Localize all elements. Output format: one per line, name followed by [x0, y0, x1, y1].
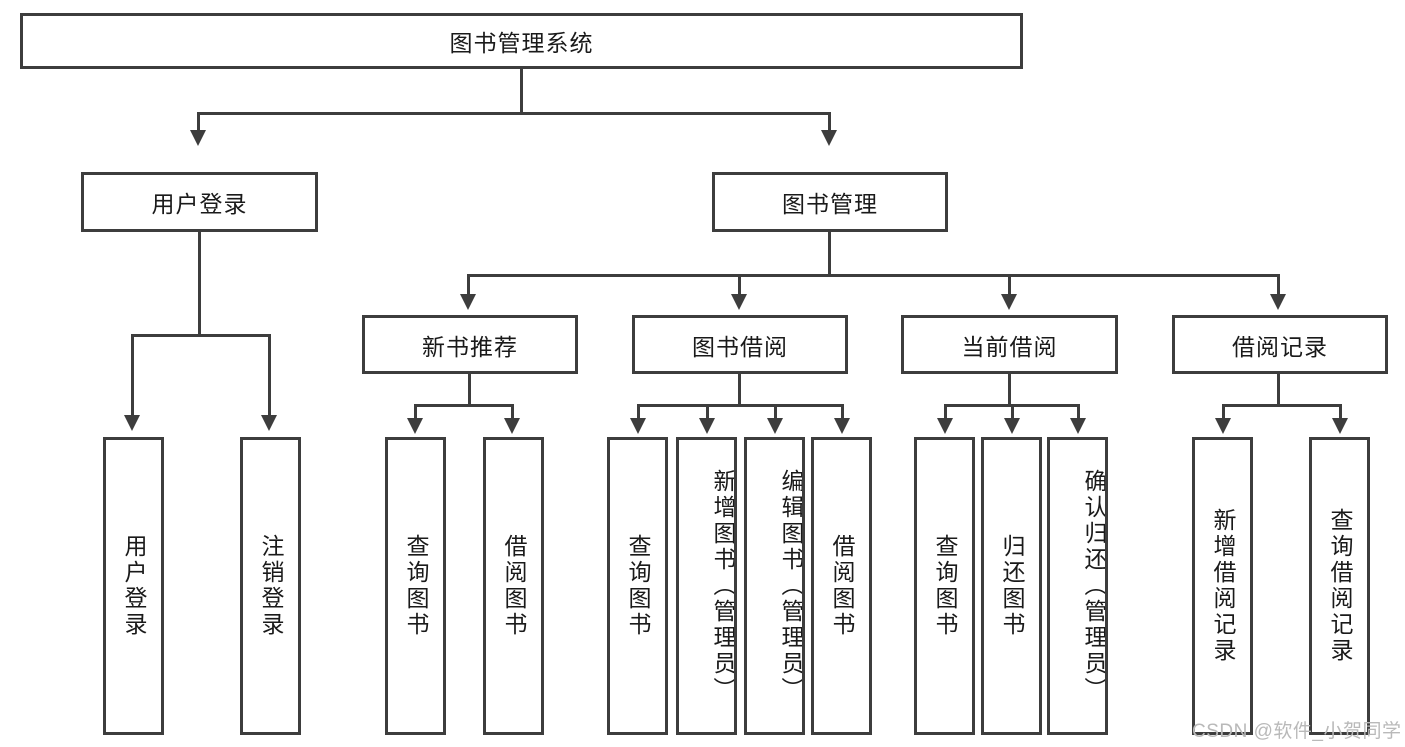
edge-book-borrow-leaf2: [706, 404, 709, 420]
leaf-query-record-label: 查询借阅记录: [1327, 508, 1353, 664]
arrowhead-user-login-leaf2: [261, 415, 277, 431]
leaf-confirm-return-label: 确认归还（管理员）: [1081, 469, 1107, 703]
edge-book-borrow-leaf1: [637, 404, 640, 420]
edge-new-book-stem: [468, 374, 471, 406]
node-book-borrow-label: 图书借阅: [692, 333, 788, 360]
arrowhead-root-to-user-login: [190, 130, 206, 146]
leaf-query-book-1-label: 查询图书: [403, 534, 429, 638]
edge-book-borrow-leaf3: [774, 404, 777, 420]
arrowhead-borrow-record-leaf1: [1215, 418, 1231, 434]
edge-root-to-user-login: [197, 112, 200, 132]
leaf-add-record-label: 新增借阅记录: [1210, 508, 1236, 664]
leaf-query-book-2[interactable]: 查询图书: [607, 437, 668, 735]
edge-book-management-bus: [467, 274, 1280, 277]
arrowhead-book-borrow-leaf3: [767, 418, 783, 434]
edge-borrow-record-leaf1: [1222, 404, 1225, 420]
leaf-query-book-3-label: 查询图书: [932, 534, 958, 638]
arrowhead-current-borrow-leaf3: [1070, 418, 1086, 434]
arrowhead-bm-to-borrow-record: [1270, 294, 1286, 310]
edge-bm-to-borrow-record: [1277, 274, 1280, 296]
leaf-query-book-1[interactable]: 查询图书: [385, 437, 446, 735]
edge-book-management-stem: [828, 232, 831, 275]
edge-book-borrow-leaf4: [841, 404, 844, 420]
leaf-borrow-book-2[interactable]: 借阅图书: [811, 437, 872, 735]
arrowhead-book-borrow-leaf1: [630, 418, 646, 434]
node-current-borrow-label: 当前借阅: [961, 333, 1058, 360]
node-user-login[interactable]: 用户登录: [81, 172, 318, 232]
arrowhead-bm-to-book-borrow: [731, 294, 747, 310]
arrowhead-current-borrow-leaf1: [937, 418, 953, 434]
leaf-return-book[interactable]: 归还图书: [981, 437, 1042, 735]
node-new-book-recommend-label: 新书推荐: [422, 333, 518, 360]
leaf-borrow-book-1[interactable]: 借阅图书: [483, 437, 544, 735]
leaf-add-book[interactable]: 新增图书（管理员）: [676, 437, 737, 735]
watermark-label: CSDN @软件_小贺同学: [1192, 721, 1402, 742]
leaf-add-record[interactable]: 新增借阅记录: [1192, 437, 1253, 735]
edge-bm-to-new-book: [467, 274, 470, 296]
node-current-borrow[interactable]: 当前借阅: [901, 315, 1118, 374]
arrowhead-bm-to-current-borrow: [1001, 294, 1017, 310]
edge-borrow-record-leaf2: [1339, 404, 1342, 420]
edge-current-borrow-leaf1: [944, 404, 947, 420]
leaf-edit-book-label: 编辑图书（管理员）: [778, 469, 804, 703]
edge-user-login-stem: [198, 232, 201, 335]
leaf-query-record[interactable]: 查询借阅记录: [1309, 437, 1370, 735]
edge-new-book-bus: [414, 404, 514, 407]
edge-current-borrow-stem: [1008, 374, 1011, 406]
node-root-label: 图书管理系统: [449, 30, 594, 56]
leaf-logout-login[interactable]: 注销登录: [240, 437, 301, 735]
leaf-edit-book[interactable]: 编辑图书（管理员）: [744, 437, 805, 735]
arrowhead-book-borrow-leaf4: [834, 418, 850, 434]
leaf-logout-login-label: 注销登录: [258, 534, 284, 638]
edge-user-login-leaf2: [268, 334, 271, 417]
leaf-add-book-label: 新增图书（管理员）: [710, 469, 736, 703]
leaf-user-login-label: 用户登录: [121, 534, 147, 638]
edge-new-book-leaf1: [414, 404, 417, 420]
edge-current-borrow-bus: [944, 404, 1077, 407]
node-root[interactable]: 图书管理系统: [20, 13, 1023, 69]
edge-root-stem: [520, 69, 523, 112]
edge-user-login-leaf1: [131, 334, 134, 417]
node-book-borrow[interactable]: 图书借阅: [632, 315, 848, 374]
edge-book-borrow-bus: [637, 404, 844, 407]
arrowhead-bm-to-new-book: [460, 294, 476, 310]
arrowhead-book-borrow-leaf2: [699, 418, 715, 434]
leaf-query-book-2-label: 查询图书: [625, 534, 651, 638]
leaf-user-login[interactable]: 用户登录: [103, 437, 164, 735]
edge-current-borrow-leaf2: [1011, 404, 1014, 420]
node-borrow-record[interactable]: 借阅记录: [1172, 315, 1388, 374]
edge-bm-to-book-borrow: [738, 274, 741, 296]
arrowhead-new-book-leaf1: [407, 418, 423, 434]
node-book-management-label: 图书管理: [782, 191, 878, 217]
arrowhead-new-book-leaf2: [504, 418, 520, 434]
edge-root-bus: [197, 112, 831, 115]
node-book-management[interactable]: 图书管理: [712, 172, 948, 232]
edge-user-login-bus: [131, 334, 269, 337]
leaf-return-book-label: 归还图书: [999, 534, 1025, 638]
edge-book-borrow-stem: [738, 374, 741, 406]
node-new-book-recommend[interactable]: 新书推荐: [362, 315, 578, 374]
leaf-borrow-book-2-label: 借阅图书: [829, 534, 855, 638]
edge-borrow-record-stem: [1277, 374, 1280, 406]
edge-bm-to-current-borrow: [1008, 274, 1011, 296]
edge-current-borrow-leaf3: [1077, 404, 1080, 420]
leaf-query-book-3[interactable]: 查询图书: [914, 437, 975, 735]
node-borrow-record-label: 借阅记录: [1232, 333, 1328, 360]
arrowhead-root-to-book-management: [821, 130, 837, 146]
arrowhead-user-login-leaf1: [124, 415, 140, 431]
leaf-borrow-book-1-label: 借阅图书: [501, 534, 527, 638]
edge-root-to-book-management: [828, 112, 831, 132]
edge-new-book-leaf2: [511, 404, 514, 420]
edge-borrow-record-bus: [1222, 404, 1342, 407]
arrowhead-current-borrow-leaf2: [1004, 418, 1020, 434]
node-user-login-label: 用户登录: [151, 191, 248, 217]
arrowhead-borrow-record-leaf2: [1332, 418, 1348, 434]
leaf-confirm-return[interactable]: 确认归还（管理员）: [1047, 437, 1108, 735]
